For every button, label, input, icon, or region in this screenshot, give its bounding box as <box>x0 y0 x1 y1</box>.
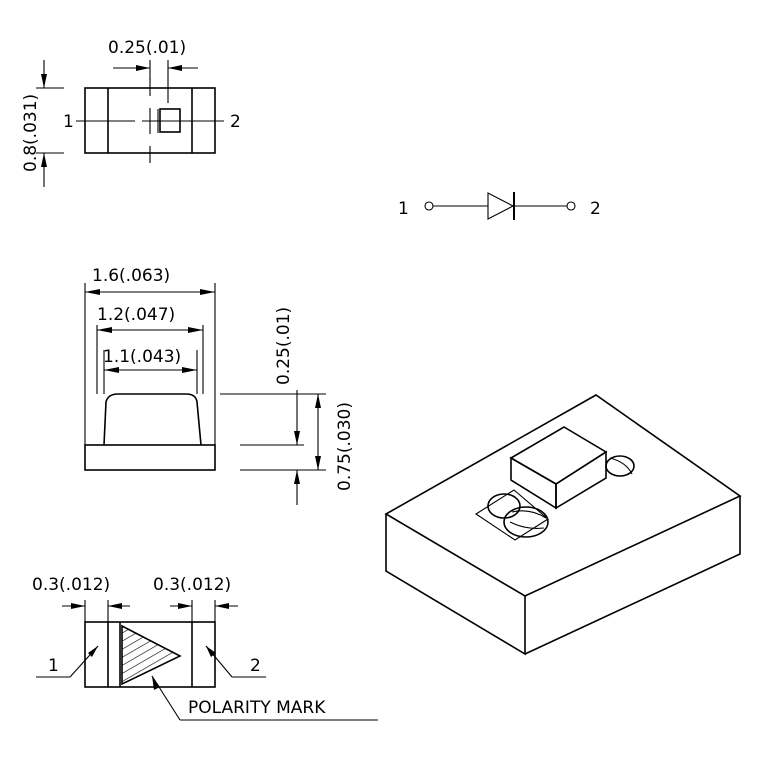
pin1-label: 1 <box>63 112 74 132</box>
chip-side-face <box>555 450 607 510</box>
arrow-head <box>41 153 47 167</box>
arrow-head <box>108 603 122 609</box>
bottom-pin1-label: 1 <box>48 656 59 676</box>
arrow-head <box>215 603 229 609</box>
pin2-label: 2 <box>230 112 241 132</box>
dim-right-pad-label: 0.3(.012) <box>153 575 231 595</box>
arrow-head <box>88 646 98 657</box>
symbol-pin2-label: 2 <box>590 199 601 219</box>
arrow-head <box>200 289 215 295</box>
lead-dome-line <box>509 521 545 529</box>
bottom-view-body <box>84 621 216 688</box>
arrow-head <box>136 65 150 71</box>
substrate-front-face <box>385 514 526 656</box>
polarity-triangle <box>121 624 182 686</box>
symbol-pin1-label: 1 <box>398 199 409 219</box>
lens-dome <box>103 393 202 446</box>
substrate-side-face <box>524 496 741 655</box>
side-view: 1.6(.063) 1.2(.047) 1.1(.043) 0.25(.01) … <box>84 266 355 505</box>
arrow-head <box>41 74 47 88</box>
polarity-mark-label: POLARITY MARK <box>188 698 326 718</box>
dim-mid-width-label: 1.2(.047) <box>97 305 175 325</box>
arrow-head <box>315 456 321 470</box>
lead-dome-right <box>605 455 635 477</box>
bottom-view: 0.3(.012) 0.3(.012) 1 2 POLARITY MARK <box>32 575 378 721</box>
terminal-circle-1 <box>424 201 434 211</box>
arrow-head <box>178 603 192 609</box>
substrate-base <box>84 444 216 471</box>
dim-base-height-label: 0.25(.01) <box>274 307 294 385</box>
dim-left-pad-label: 0.3(.012) <box>32 575 110 595</box>
top-view: 0.25(.01) 0.8(.031) 1 2 <box>21 38 241 187</box>
arrow-head <box>97 327 112 333</box>
substrate-top-face <box>384 394 742 597</box>
arrow-head <box>294 470 300 484</box>
lead-dome-front <box>503 506 549 538</box>
dim-top-width-label: 1.1(.043) <box>103 347 181 367</box>
arrow-head <box>294 431 300 445</box>
dim-total-width-label: 1.6(.063) <box>92 266 170 286</box>
lead-dome-line <box>511 510 547 519</box>
arrow-head <box>152 676 160 690</box>
terminal-circle-2 <box>566 201 576 211</box>
contact-pad <box>474 489 549 541</box>
diode-triangle <box>487 192 515 220</box>
arrow-head <box>71 603 85 609</box>
lead-dome-line <box>609 457 633 475</box>
arrow-head <box>182 367 197 373</box>
arrow-head <box>85 289 100 295</box>
arrow-head <box>315 394 321 408</box>
dim-gap-label: 0.25(.01) <box>108 38 186 58</box>
bottom-pin2-label: 2 <box>250 656 261 676</box>
isometric-view <box>384 394 742 656</box>
die-square <box>159 108 181 133</box>
arrow-head <box>168 65 182 71</box>
arrow-head <box>206 646 216 657</box>
dim-height-label: 0.8(.031) <box>21 94 41 172</box>
diode-symbol: 1 2 <box>398 192 601 220</box>
dim-total-height-label: 0.75(.030) <box>335 402 355 491</box>
lead-dome-back <box>487 493 521 519</box>
arrow-head <box>104 367 119 373</box>
arrow-head <box>188 327 203 333</box>
